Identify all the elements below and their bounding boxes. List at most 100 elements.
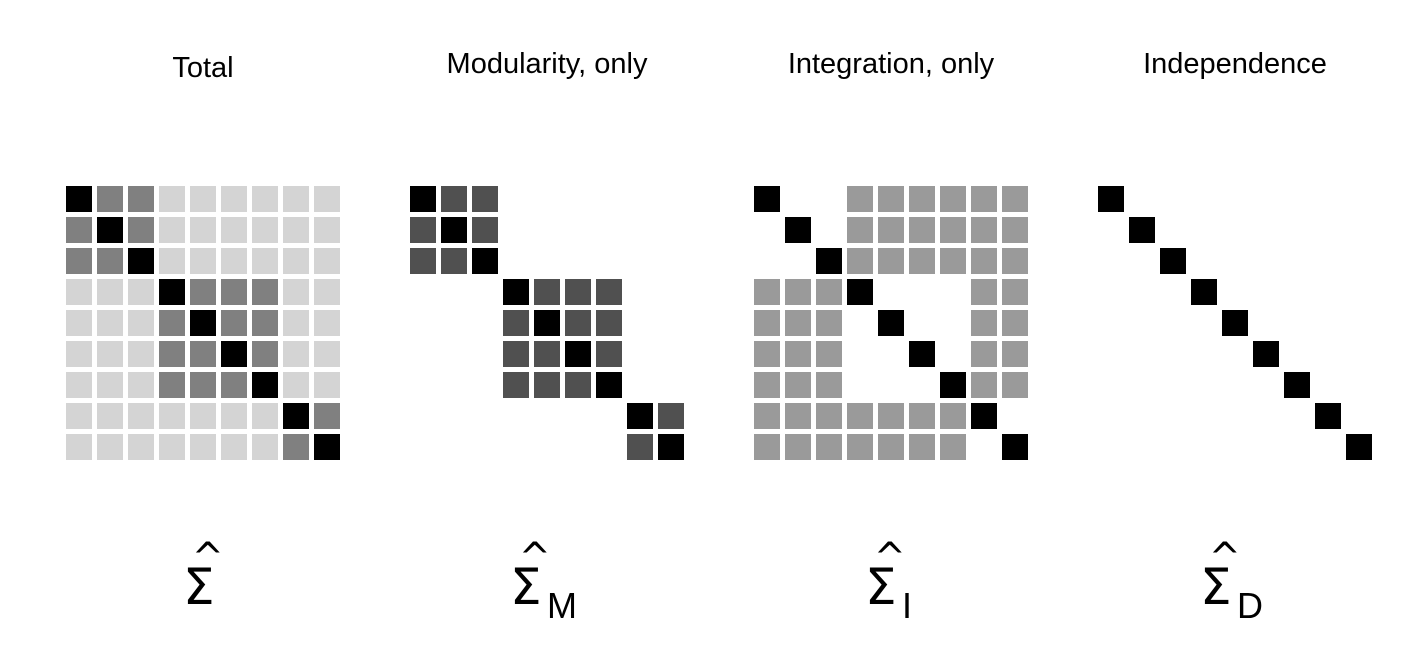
matrix-cell [534, 341, 560, 367]
matrix-cell [816, 310, 842, 336]
matrix-cell [252, 186, 278, 212]
matrix-independence [1098, 186, 1372, 460]
matrix-cell [1002, 372, 1028, 398]
matrix-cell [283, 186, 309, 212]
matrix-cell [128, 403, 154, 429]
diagonal-cell [66, 186, 92, 212]
diagonal-cell [314, 434, 340, 460]
matrix-cell [1002, 248, 1028, 274]
diagonal-cell [1098, 186, 1124, 212]
matrix-cell [159, 403, 185, 429]
matrix-cell [190, 372, 216, 398]
diagonal-cell [534, 310, 560, 336]
matrix-cell [159, 186, 185, 212]
diagonal-cell [472, 248, 498, 274]
diagonal-cell [1253, 341, 1279, 367]
sigma-subscript: D [1237, 585, 1263, 626]
diagonal-cell [785, 217, 811, 243]
matrix-cell [97, 372, 123, 398]
diagonal-cell [190, 310, 216, 336]
matrix-cell [847, 403, 873, 429]
matrix-cell [159, 248, 185, 274]
matrix-cell [940, 434, 966, 460]
diagonal-cell [252, 372, 278, 398]
matrix-cell [878, 248, 904, 274]
matrix-cell [1002, 341, 1028, 367]
matrix-cell [472, 186, 498, 212]
matrix-cell [785, 434, 811, 460]
matrix-cell [754, 310, 780, 336]
matrix-cell [596, 310, 622, 336]
matrix-cell [1002, 310, 1028, 336]
hat-glyph: ^ [191, 535, 224, 581]
matrix-cell [128, 186, 154, 212]
matrix-cell [221, 403, 247, 429]
matrix-cell [971, 341, 997, 367]
diagonal-cell [283, 403, 309, 429]
matrix-cell [314, 341, 340, 367]
hat-glyph: ^ [1208, 535, 1241, 581]
matrix-cell [410, 248, 436, 274]
matrix-cell [971, 248, 997, 274]
diagonal-cell [971, 403, 997, 429]
matrix-cell [878, 434, 904, 460]
matrix-cell [314, 310, 340, 336]
matrix-cell [785, 403, 811, 429]
matrix-cell [1002, 186, 1028, 212]
diagonal-cell [1222, 310, 1248, 336]
matrix-cell [565, 372, 591, 398]
matrix-cell [97, 248, 123, 274]
matrix-cell [128, 279, 154, 305]
matrix-cell [314, 186, 340, 212]
matrix-cell [847, 248, 873, 274]
diagonal-cell [909, 341, 935, 367]
matrix-cell [283, 217, 309, 243]
matrix-cell [128, 434, 154, 460]
matrix-cell [909, 248, 935, 274]
matrix-cell [785, 341, 811, 367]
panel-independence: Independence ^ Σ D [1085, 0, 1385, 654]
diagonal-cell [1315, 403, 1341, 429]
matrix-cell [190, 341, 216, 367]
diagonal-cell [816, 248, 842, 274]
matrix-cell [940, 403, 966, 429]
matrix-cell [878, 186, 904, 212]
matrix-cell [97, 434, 123, 460]
matrix-cell [283, 434, 309, 460]
matrix-cell [596, 341, 622, 367]
matrix-cell [847, 186, 873, 212]
matrix-cell [754, 372, 780, 398]
matrix-cell [97, 186, 123, 212]
matrix-cell [410, 217, 436, 243]
panel-title: Total [172, 52, 234, 84]
matrix-cell [283, 341, 309, 367]
sigma-glyph: Σ [183, 558, 215, 616]
matrix-cell [847, 434, 873, 460]
panel-title: Integration, only [787, 48, 995, 80]
matrix-cell [190, 186, 216, 212]
matrix-cell [66, 217, 92, 243]
matrix-cell [190, 217, 216, 243]
diagonal-cell [1346, 434, 1372, 460]
matrix-cell [909, 217, 935, 243]
matrix-cell [503, 310, 529, 336]
matrix-cell [909, 186, 935, 212]
matrix-cell [878, 217, 904, 243]
panel-modularity: Modularity, only ^ Σ M [397, 0, 697, 654]
matrix-cell [283, 372, 309, 398]
diagonal-cell [1160, 248, 1186, 274]
matrix-cell [441, 248, 467, 274]
matrix-cell [816, 434, 842, 460]
matrix-modularity [410, 186, 684, 460]
matrix-cell [159, 372, 185, 398]
panel-total: Total ^ Σ [53, 0, 353, 654]
matrix-cell [283, 279, 309, 305]
matrix-cell [909, 403, 935, 429]
matrix-cell [754, 341, 780, 367]
matrix-cell [221, 372, 247, 398]
diagonal-cell [410, 186, 436, 212]
matrix-cell [971, 372, 997, 398]
diagonal-cell [847, 279, 873, 305]
sigma-glyph: Σ [510, 558, 542, 616]
matrix-cell [971, 186, 997, 212]
